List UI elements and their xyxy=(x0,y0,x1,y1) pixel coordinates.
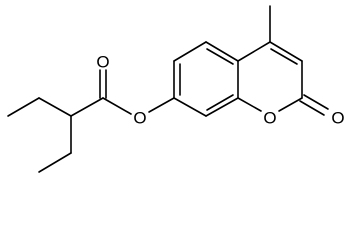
bond-c2-o1 xyxy=(278,97,303,112)
atom-label-ring-oxygen: O xyxy=(263,109,276,128)
bond-o1-c8a xyxy=(237,97,262,112)
atom-label-ester-carbonyl-oxygen: O xyxy=(96,53,109,72)
lactone-carbonyl-oxygen-label: O xyxy=(331,109,344,128)
bond-c2-o-double-a xyxy=(303,94,329,110)
bond-c6-c5 xyxy=(173,41,207,62)
benzene-ring xyxy=(173,41,239,117)
bond-c2-o-double-b xyxy=(299,100,325,116)
ethyl-branch-lower xyxy=(38,115,72,173)
bond-ch-carbonyl-carbon xyxy=(70,97,104,117)
chemical-structure: O O O O xyxy=(7,5,345,173)
bond-c8a-c8-inner xyxy=(206,94,234,111)
bond-c5-c4a-inner xyxy=(206,48,234,65)
bond-c4a-c4 xyxy=(237,41,271,62)
ester-oxygen-label: O xyxy=(133,109,146,128)
bond-ester-oxygen-to-ring xyxy=(148,97,175,113)
bond-c4-c3 xyxy=(269,41,303,62)
ring-oxygen-label: O xyxy=(263,109,276,128)
bond-ch2-ch3-lower xyxy=(38,152,72,173)
bond-ch2-ch-upper xyxy=(38,97,72,117)
bond-c8a-c8 xyxy=(205,97,239,117)
ethyl-branch-upper xyxy=(7,97,72,117)
atom-label-lactone-carbonyl-oxygen: O xyxy=(331,109,344,128)
atom-label-ester-oxygen: O xyxy=(133,109,146,128)
bond-c8-c7 xyxy=(173,97,207,117)
bond-ch3-ch2-upper xyxy=(7,97,40,117)
bond-c4-c3-inner xyxy=(270,48,298,65)
lactone-carbonyl xyxy=(299,94,329,116)
ester-carbonyl-oxygen-label: O xyxy=(96,53,109,72)
bond-c5-c4a xyxy=(205,41,239,62)
pyranone-ring xyxy=(237,41,303,112)
ester-group xyxy=(70,69,175,117)
bond-carbonyl-to-ester-oxygen xyxy=(102,97,132,115)
